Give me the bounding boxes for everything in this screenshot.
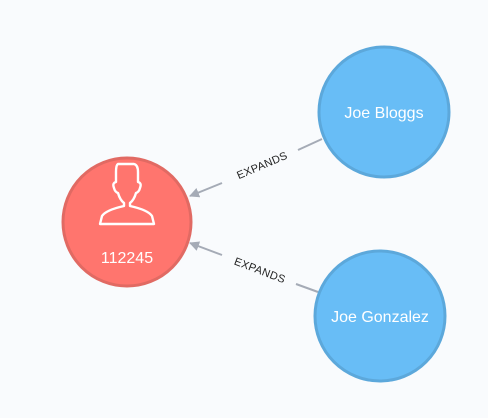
- graph-node-joe-gonzalez[interactable]: Joe Gonzalez: [313, 249, 447, 383]
- node-label: Joe Gonzalez: [331, 309, 429, 326]
- node-circle[interactable]: [313, 249, 447, 383]
- relationship-line[interactable]: [189, 241, 223, 256]
- node-label: 112245: [101, 250, 153, 267]
- relationship-line[interactable]: [297, 138, 323, 151]
- node-label: Joe Bloggs: [344, 105, 423, 122]
- relationship-expands-2[interactable]: EXPANDS: [189, 241, 319, 293]
- relationship-expands-1[interactable]: EXPANDS: [189, 138, 323, 198]
- graph-node-joe-bloggs[interactable]: Joe Bloggs: [317, 45, 451, 179]
- relationship-label: EXPANDS: [235, 150, 289, 182]
- person-icon: [98, 162, 156, 226]
- node-circle[interactable]: [61, 156, 193, 288]
- graph-node-112245[interactable]: 112245: [61, 156, 193, 288]
- relationship-label: EXPANDS: [232, 256, 287, 287]
- node-circle[interactable]: [317, 45, 451, 179]
- relationship-line[interactable]: [189, 182, 223, 198]
- relationship-line[interactable]: [295, 283, 319, 293]
